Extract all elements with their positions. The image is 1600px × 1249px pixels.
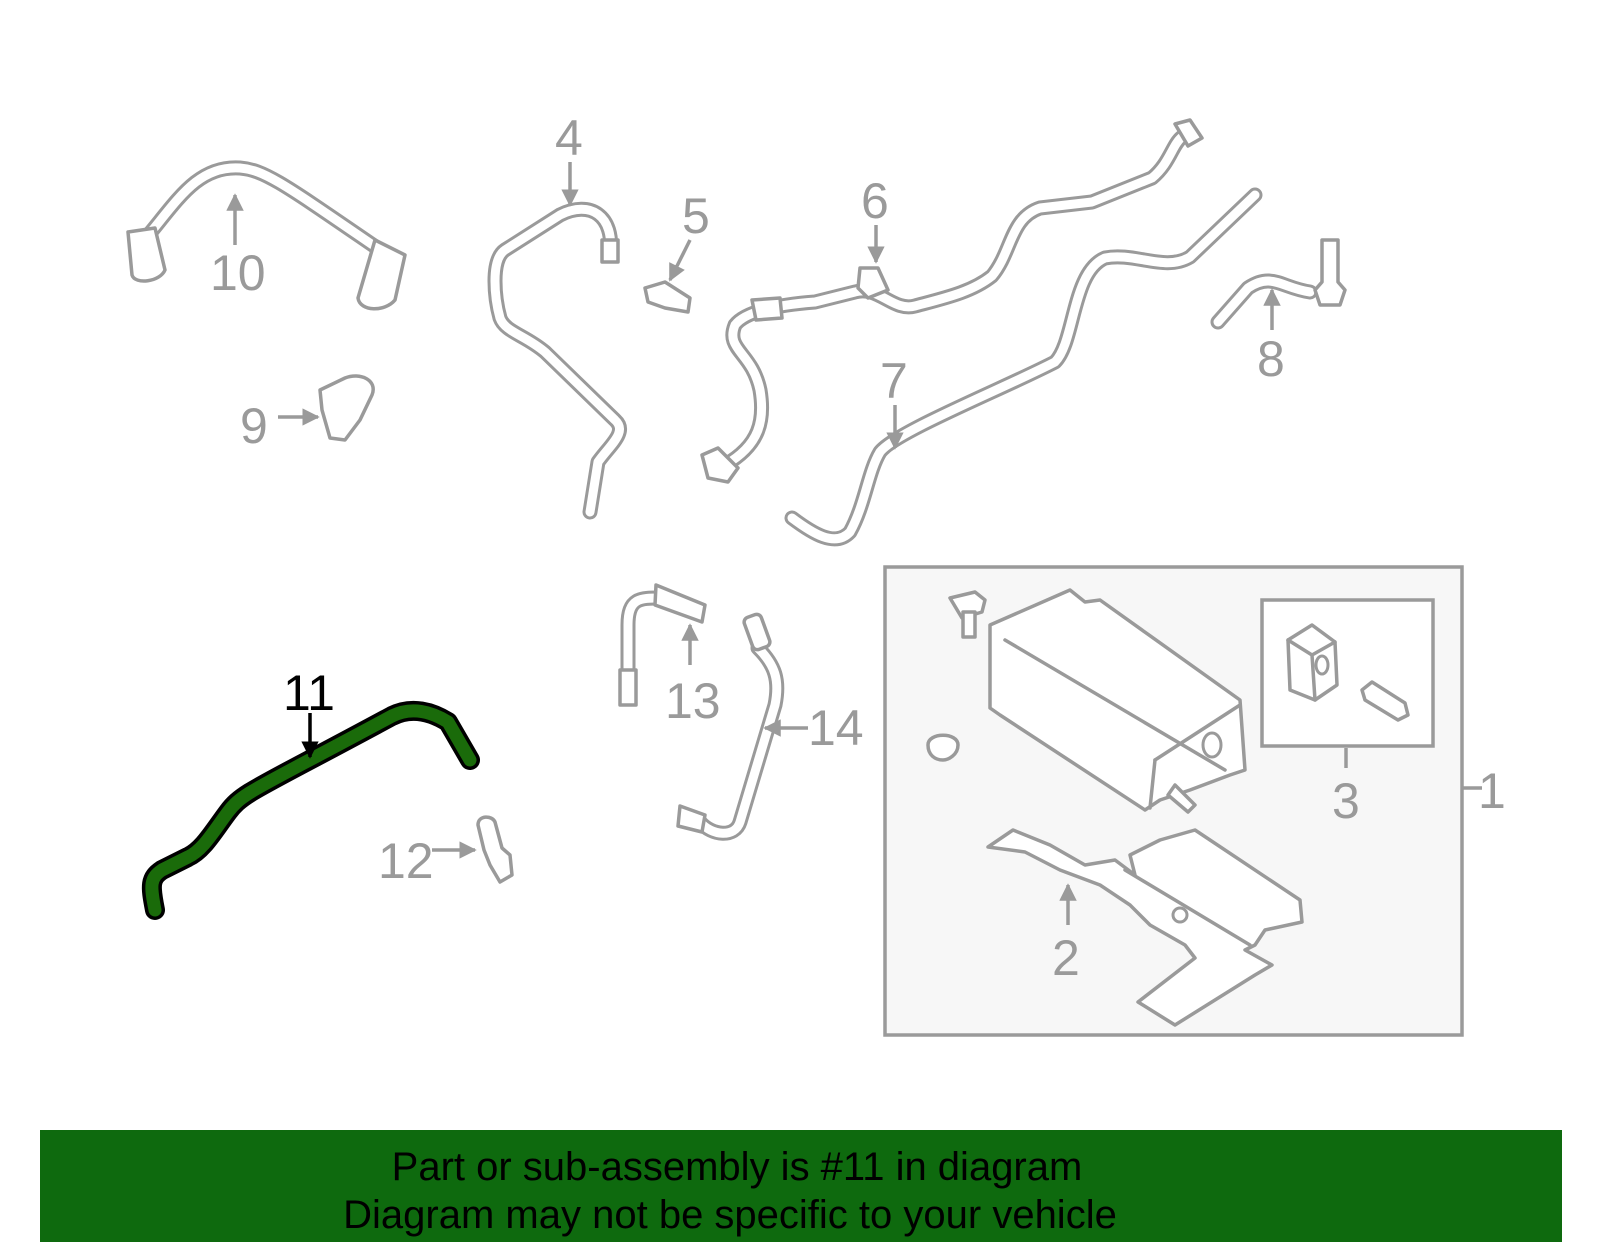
part-13-sensor[interactable] [618,583,707,707]
callout-2: 2 [1052,930,1080,986]
part-7-hose[interactable] [784,187,1263,547]
evap-canister[interactable] [926,588,1247,814]
callout-1: 1 [1478,763,1506,819]
callout-5: 5 [682,188,710,244]
callout-14: 14 [808,700,864,756]
part-3-valve[interactable] [1286,623,1410,722]
callout-4: 4 [555,110,583,166]
info-banner: Part or sub-assembly is #11 in diagram D… [40,1130,1562,1242]
callout-9: 9 [240,398,268,454]
callout-3: 3 [1332,773,1360,829]
part-6-hose[interactable] [700,118,1204,484]
callout-13: 13 [665,673,721,729]
part-2-bracket[interactable] [986,828,1304,1027]
part-12-valve[interactable] [432,815,514,884]
part-5-fitting[interactable] [643,239,692,314]
part-8-hose[interactable] [1210,238,1347,330]
banner-line-1: Part or sub-assembly is #11 in diagram [392,1145,1083,1189]
callout-11: 11 [283,665,335,721]
callout-10: 10 [210,245,266,301]
part-11-hose-highlighted[interactable] [141,700,480,920]
callout-6: 6 [861,173,889,229]
part-14-sensor[interactable] [676,612,808,841]
callout-8: 8 [1257,331,1285,387]
part-10-hose[interactable] [126,160,407,311]
callout-7: 7 [880,353,908,409]
callout-12: 12 [378,833,434,889]
part-9-sensor[interactable] [278,374,375,442]
banner-line-2: Diagram may not be specific to your vehi… [343,1193,1117,1237]
part-4-hose[interactable] [487,162,627,520]
